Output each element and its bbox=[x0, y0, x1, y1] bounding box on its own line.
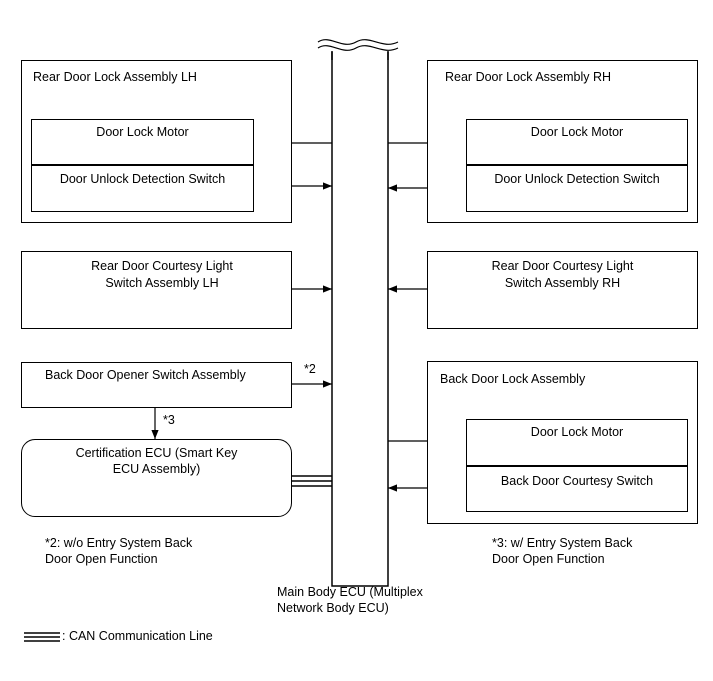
courtesy-light-switch-lh bbox=[21, 251, 292, 329]
courtesy-lh-line2: Switch Assembly LH bbox=[105, 276, 219, 290]
rh-door-lock-motor: Door Lock Motor bbox=[530, 125, 624, 139]
rear-door-lock-rh-title: Rear Door Lock Assembly RH bbox=[445, 70, 612, 84]
lh-door-unlock-detection-switch: Door Unlock Detection Switch bbox=[59, 172, 226, 186]
certification-line1: Certification ECU (Smart Key bbox=[75, 446, 238, 460]
note-3-line2: Door Open Function bbox=[492, 552, 605, 566]
courtesy-rh-line1: Rear Door Courtesy Light bbox=[491, 259, 634, 273]
rh-divider bbox=[466, 164, 688, 166]
rh-door-unlock-detection-switch: Door Unlock Detection Switch bbox=[494, 172, 660, 186]
note-2-line2: Door Open Function bbox=[45, 552, 158, 566]
can-legend-symbol bbox=[24, 632, 60, 642]
back-door-lock-title: Back Door Lock Assembly bbox=[440, 372, 586, 386]
lh-door-lock-motor: Door Lock Motor bbox=[96, 125, 189, 139]
certification-line2: ECU Assembly) bbox=[112, 462, 201, 476]
note-2-line1: *2: w/o Entry System Back bbox=[45, 536, 193, 550]
courtesy-lh-line1: Rear Door Courtesy Light bbox=[91, 259, 233, 273]
back-divider bbox=[466, 465, 688, 467]
back-door-courtesy-switch: Back Door Courtesy Switch bbox=[500, 474, 654, 488]
lh-motor-switch-group bbox=[31, 119, 254, 212]
main-body-ecu-line2: Network Body ECU) bbox=[277, 601, 389, 615]
certification-ecu bbox=[21, 439, 292, 517]
rh-motor-switch-group bbox=[466, 119, 688, 212]
courtesy-rh-line2: Switch Assembly RH bbox=[504, 276, 621, 290]
back-door-opener-switch bbox=[21, 362, 292, 408]
lh-divider bbox=[31, 164, 254, 166]
courtesy-light-switch-rh bbox=[427, 251, 698, 329]
opener-label: Back Door Opener Switch Assembly bbox=[45, 368, 246, 382]
note-3-line1: *3: w/ Entry System Back bbox=[492, 536, 633, 550]
main-body-ecu-bar bbox=[317, 36, 399, 587]
main-body-ecu-line1: Main Body ECU (Multiplex bbox=[277, 585, 423, 599]
rear-door-lock-lh-title: Rear Door Lock Assembly LH bbox=[33, 70, 197, 84]
opener-note-marker: *2 bbox=[304, 362, 316, 376]
certification-note-marker: *3 bbox=[163, 413, 175, 427]
back-door-lock-motor: Door Lock Motor bbox=[530, 425, 624, 439]
can-legend-label: : CAN Communication Line bbox=[62, 629, 213, 643]
can-line bbox=[292, 475, 332, 487]
